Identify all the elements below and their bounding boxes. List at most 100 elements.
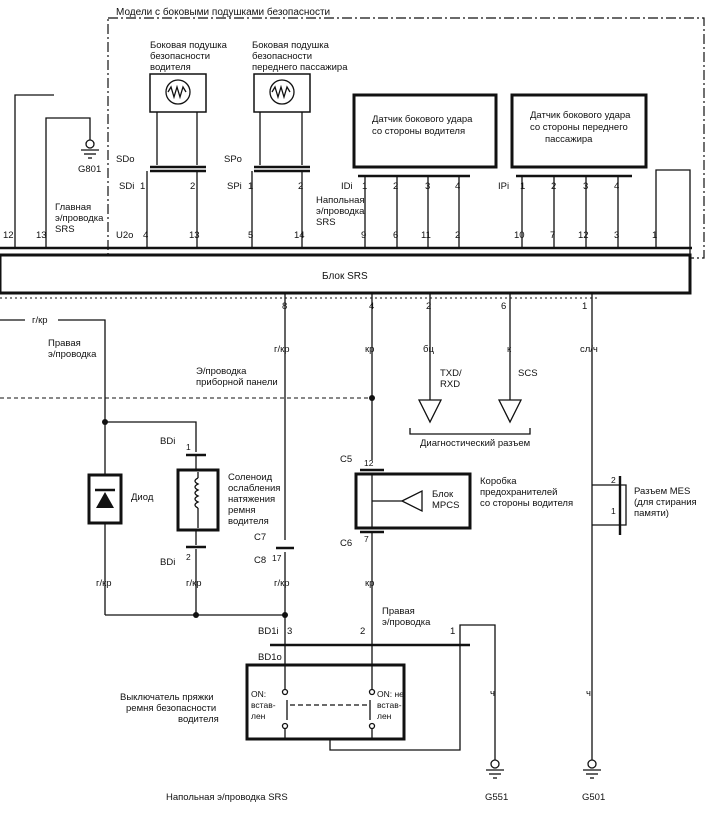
connector-sdi: SDi [119, 181, 134, 192]
connector-c5: C5 [340, 454, 352, 465]
pin-bd1i-3: 3 [287, 626, 292, 637]
floor-srs-harness-label-3: SRS [316, 217, 336, 228]
signal-rxd: RXD [440, 379, 460, 390]
pin-c8-17: 17 [272, 553, 282, 563]
driver-impact-sensor-label-2: со стороны водителя [372, 126, 465, 137]
wire-color-mpcs-bottom: кр [365, 578, 374, 589]
g801-label: G801 [78, 164, 101, 175]
switch-on-inserted-label-2: встав- [251, 700, 276, 710]
connector-bdi-top: BDi [160, 436, 175, 447]
pin-u2o-12: 12 [3, 230, 14, 241]
mpcs-unit-label-2: MPCS [432, 500, 459, 511]
pin-bdi-2: 2 [186, 552, 191, 562]
pin-u2o-13b: 13 [189, 230, 200, 241]
driver-impact-sensor: Датчик бокового удара со стороны водител… [352, 93, 498, 169]
mes-connector-label-2: (для стирания [634, 497, 697, 508]
pin-srs-6: 6 [501, 301, 506, 312]
switch-on-not-inserted-label-1: ON: не [377, 689, 404, 699]
u2o-pin-row: 12 13 4 13 5 14 9 6 11 2 10 7 12 3 1 [3, 230, 657, 241]
connector-ipi: IPi [498, 181, 509, 192]
wire-color-pin6: к [507, 344, 512, 355]
switch-on-inserted-label-1: ON: [251, 689, 266, 699]
passenger-side-airbag: Боковая подушка безопасности переднего п… [252, 40, 348, 165]
switch-on-not-inserted-label-2: встав- [377, 700, 402, 710]
passenger-airbag-inflator-icon [269, 79, 295, 105]
buckle-switch-label-1: Выключатель пряжки [120, 692, 214, 703]
passenger-impact-sensor: Датчик бокового удара со стороны передне… [510, 93, 648, 169]
mes-connector: 2 1 Разъем MES (для стирания памяти) [592, 475, 697, 535]
fuse-box-mpcs: C5 12 Блок MPCS 7 C6 Коробка предохранит… [340, 454, 573, 549]
connector-u2o: U2o [116, 230, 133, 241]
pin-u2o-6: 6 [393, 230, 398, 241]
pin-u2o-11: 11 [421, 230, 431, 241]
right-harness-left-label-2: э/проводка [48, 349, 97, 360]
wire-color-left-top: г/кр [32, 315, 48, 326]
wire-color-pin1: сл/ч [580, 344, 598, 355]
pin-idi-2: 2 [393, 181, 398, 192]
connector-bd1i: BD1i [258, 626, 279, 637]
solenoid: Соленоид ослабления натяжения ремня води… [176, 455, 280, 545]
floor-srs-harness-label-1: Напольная [316, 195, 365, 206]
pin-u2o-2: 2 [455, 230, 460, 241]
passenger-side-airbag-label-1: Боковая подушка [252, 40, 330, 51]
floor-srs-harness-label-2: э/проводка [316, 206, 365, 217]
pin-mes-1: 1 [611, 506, 616, 516]
connector-bd1o: BD1o [258, 652, 282, 663]
srs-unit: Блок SRS [0, 246, 692, 299]
mes-connector-label-3: памяти) [634, 508, 669, 519]
pin-u2o-10: 10 [514, 230, 525, 241]
g551-ground: G551 [485, 759, 508, 803]
pin-u2o-12b: 12 [578, 230, 589, 241]
main-srs-harness-label-3: SRS [55, 224, 75, 235]
wire-color-c8-bottom: г/кр [274, 578, 290, 589]
instrument-panel-harness-label-1: Э/проводка [196, 366, 247, 377]
wire-color-pin8: г/кр [274, 344, 290, 355]
g501-label: G501 [582, 792, 605, 803]
solenoid-label-2: ослабления [228, 483, 280, 494]
pin-bd1i-2: 2 [360, 626, 365, 637]
pin-srs-1: 1 [582, 301, 587, 312]
side-airbag-region-label: Модели с боковыми подушками безопасности [116, 6, 330, 18]
pin-bdi-1: 1 [186, 442, 191, 452]
pin-u2o-4: 4 [143, 230, 148, 241]
diag-pin-scs-icon [497, 399, 523, 424]
mpcs-amplifier-icon [400, 489, 423, 513]
srs-unit-label: Блок SRS [322, 271, 368, 282]
signal-txd: TXD/ [440, 368, 462, 379]
driver-impact-sensor-label-1: Датчик бокового удара [372, 114, 473, 125]
pin-mes-2: 2 [611, 475, 616, 485]
wire-color-g551: ч [490, 688, 495, 699]
diag-pin-txd-icon [417, 399, 443, 424]
pin-u2o-9: 9 [361, 230, 366, 241]
connector-idi: IDi [341, 181, 353, 192]
mpcs-unit-label-1: Блок [432, 489, 454, 500]
connector-sdo: SDo [116, 154, 134, 165]
solenoid-label-1: Соленоид [228, 472, 273, 483]
driver-side-airbag: Боковая подушка безопасности водителя [149, 40, 228, 165]
diode-icon [96, 492, 114, 508]
passenger-side-airbag-label-3: переднего пассажира [252, 62, 348, 73]
passenger-impact-sensor-label-3: пассажира [545, 134, 593, 145]
connector-c7: C7 [254, 532, 266, 543]
solenoid-label-3: натяжения [228, 494, 275, 505]
passenger-side-airbag-label-2: безопасности [252, 51, 312, 62]
pin-u2o-7: 7 [550, 230, 555, 241]
driver-side-airbag-label-2: безопасности [150, 51, 210, 62]
pin-spi-1: 1 [248, 181, 253, 192]
wire-color-diode-bottom: г/кр [96, 578, 112, 589]
fuse-box-label-3: со стороны водителя [480, 498, 573, 509]
driver-side-airbag-label-3: водителя [150, 62, 191, 73]
right-harness-left-label-1: Правая [48, 338, 81, 349]
wire-color-solenoid-bottom: г/кр [186, 578, 202, 589]
pin-srs-2: 2 [426, 301, 431, 312]
pin-ipi-4: 4 [614, 181, 619, 192]
solenoid-coil-icon [194, 477, 200, 509]
diagnostic-connector: TXD/ RXD SCS Диагностический разъем [409, 368, 538, 449]
solenoid-label-5: водителя [228, 516, 269, 527]
g501-ground: G501 [582, 759, 605, 803]
right-harness-lower-label-1: Правая [382, 606, 415, 617]
diode-label: Диод [131, 492, 154, 503]
pin-idi-4: 4 [455, 181, 460, 192]
pin-c5-12: 12 [364, 458, 374, 468]
buckle-switch: ON: встав- лен ON: не встав- лен Выключа… [120, 645, 461, 751]
